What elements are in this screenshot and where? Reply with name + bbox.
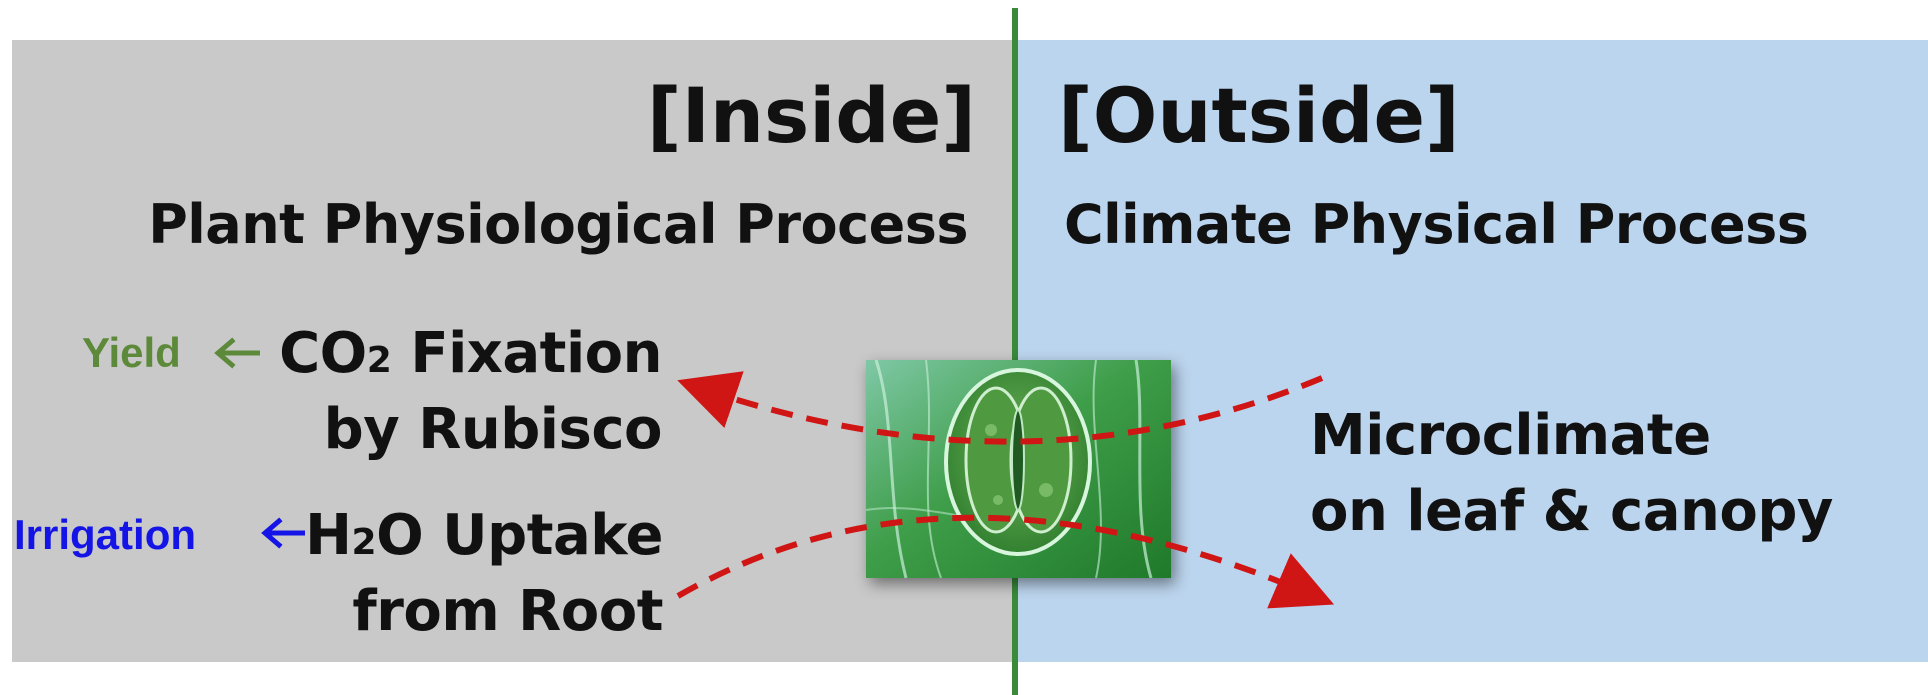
- arrow-microclimate-to-co2: [677, 371, 1324, 445]
- outside-heading: [Outside]: [1058, 71, 1460, 160]
- from-root-label: from Root: [352, 579, 663, 644]
- stomata-photo: [866, 360, 1171, 578]
- outside-subtitle: Climate Physical Process: [1064, 193, 1809, 256]
- irrigation-arrow-icon: [261, 517, 305, 549]
- co2-fixation-label: CO2 Fixation: [279, 321, 662, 386]
- inside-subtitle: Plant Physiological Process: [148, 193, 968, 256]
- yield-tag: Yield: [82, 329, 181, 376]
- arrow-root-to-microclimate: [676, 514, 1335, 609]
- stomata-micrograph-icon: [866, 360, 1171, 578]
- inside-heading: [Inside]: [646, 71, 976, 160]
- yield-arrow-icon: [214, 337, 260, 369]
- leaf-canopy-label: on leaf & canopy: [1310, 479, 1833, 544]
- by-rubisco-label: by Rubisco: [323, 397, 663, 462]
- microclimate-label: Microclimate: [1310, 403, 1711, 468]
- h2o-uptake-label: H2O Uptake: [305, 503, 663, 568]
- inside-panel: [12, 40, 1015, 662]
- irrigation-tag: Irrigation: [14, 511, 197, 558]
- divider-line: [1012, 8, 1018, 695]
